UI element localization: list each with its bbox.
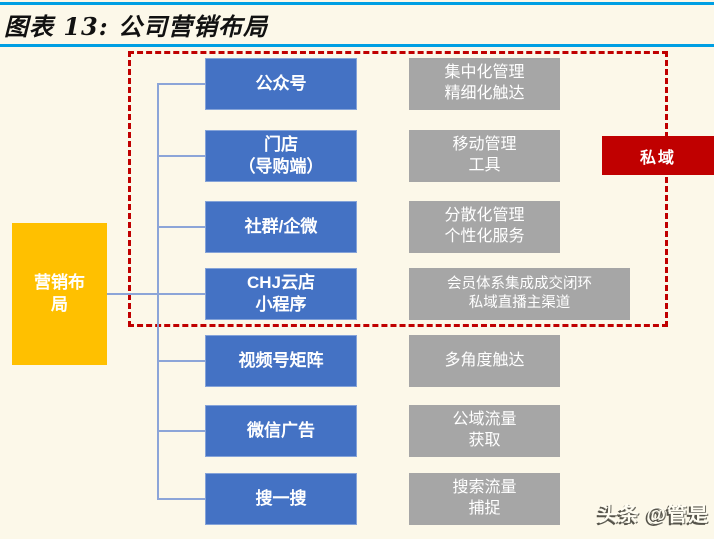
description-node: 公域流量 获取 bbox=[409, 405, 560, 457]
figure-title: 图表 13: 公司营销布局 bbox=[4, 12, 268, 41]
connector-line bbox=[157, 155, 205, 157]
channel-node-official-account: 公众号 bbox=[205, 58, 357, 110]
private-domain-boundary bbox=[128, 51, 668, 327]
root-node-marketing-layout: 营销布 局 bbox=[12, 223, 107, 365]
description-node: 会员体系集成成交闭环 私域直播主渠道 bbox=[409, 268, 630, 320]
connector-spine bbox=[157, 84, 159, 499]
channel-node-stores: 门店 （导购端） bbox=[205, 130, 357, 182]
connector-root bbox=[107, 293, 157, 295]
channel-node-community: 社群/企微 bbox=[205, 201, 357, 253]
watermark: 头条 @管是 bbox=[598, 504, 710, 526]
channel-node-search: 搜一搜 bbox=[205, 473, 357, 525]
channel-node-wechat-ads: 微信广告 bbox=[205, 405, 357, 457]
connector-line bbox=[157, 226, 205, 228]
description-node: 多角度触达 bbox=[409, 335, 560, 387]
connector-line bbox=[157, 430, 205, 432]
private-domain-badge: 私域 bbox=[602, 136, 714, 175]
description-node: 集中化管理 精细化触达 bbox=[409, 58, 560, 110]
title-rule-bottom bbox=[0, 44, 714, 47]
connector-line bbox=[157, 360, 205, 362]
channel-node-video-matrix: 视频号矩阵 bbox=[205, 335, 357, 387]
description-node: 搜索流量 捕捉 bbox=[409, 473, 560, 525]
connector-line bbox=[157, 293, 205, 295]
channel-node-chj-mini-program: CHJ云店 小程序 bbox=[205, 268, 357, 320]
title-rule-top bbox=[0, 2, 714, 5]
description-node: 移动管理 工具 bbox=[409, 130, 560, 182]
connector-line bbox=[157, 498, 205, 500]
description-node: 分散化管理 个性化服务 bbox=[409, 201, 560, 253]
connector-line bbox=[157, 83, 205, 85]
